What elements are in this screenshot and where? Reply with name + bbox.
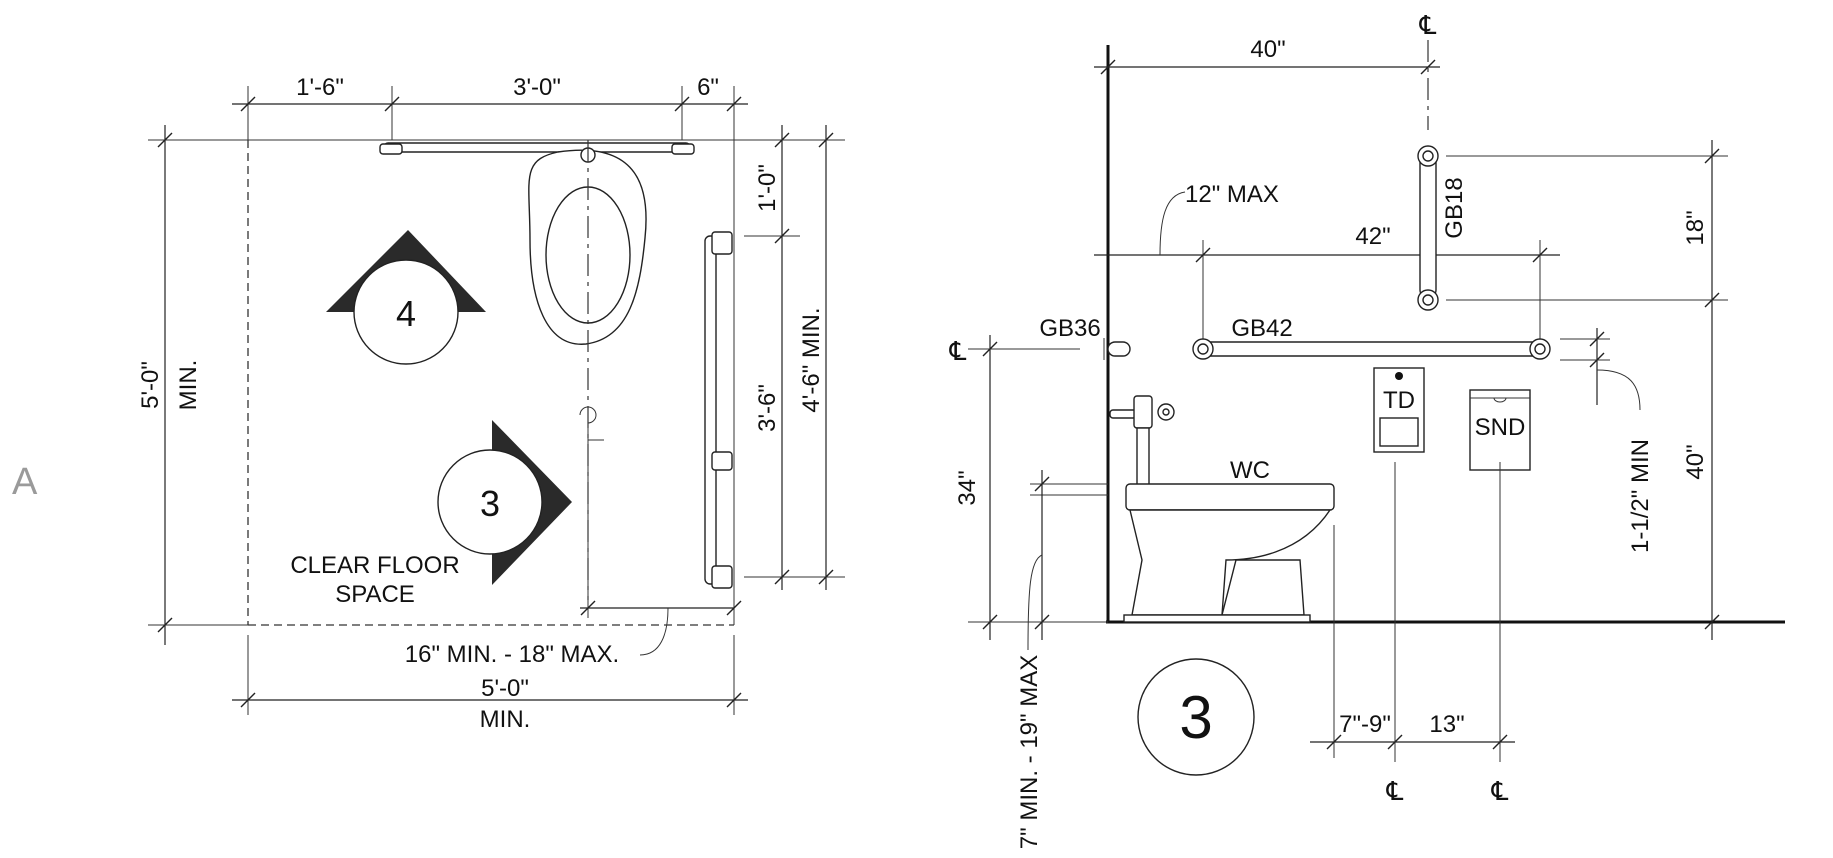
dim-clearance: 1-1/2" MIN xyxy=(1627,439,1654,553)
dim-top-left: 1'-6" xyxy=(296,74,344,101)
clear-floor-label-1: CLEAR FLOOR xyxy=(290,552,459,579)
elevation-view-number: 3 xyxy=(1137,658,1255,776)
grab-bar-gb36: GB36 xyxy=(1039,315,1131,360)
dim-elev-top: 40" xyxy=(1250,36,1285,63)
elevation-view: 40" ℄ 12" MAX 42" GB18 1 xyxy=(949,10,1785,849)
plan-top-dimension: 1'-6" 3'-0" 6" xyxy=(232,74,748,140)
plan-offset-dimension: 16" MIN. - 18" MAX. xyxy=(405,424,742,668)
view-marker-4: 4 xyxy=(326,230,486,365)
dim-right-lower: 3'-6" xyxy=(754,384,781,432)
label-td: TD xyxy=(1383,387,1415,414)
elev-gb18-dimension: 18" 40" xyxy=(1446,140,1728,640)
label-wc: WC xyxy=(1230,457,1270,484)
elev-bottom-dimension: 7"-9" 13" ℄ ℄ xyxy=(1310,711,1515,806)
dim-left-min: MIN. xyxy=(175,360,202,411)
grab-bar-gb18: GB18 xyxy=(1417,145,1468,311)
toilet-paper-dispenser: TD xyxy=(1373,367,1425,762)
dim-snd-offset: 13" xyxy=(1429,711,1464,738)
centerline-td: ℄ xyxy=(1386,776,1404,806)
plan-right-dimension: 1'-0" 3'-6" 4'-6" MIN. xyxy=(734,125,845,590)
dim-right-total: 4'-6" MIN. xyxy=(798,307,825,412)
centerline-snd: ℄ xyxy=(1491,776,1509,806)
plan-bottom-dimension: 5'-0" MIN. xyxy=(232,635,748,733)
view-marker-3: 3 xyxy=(437,420,572,585)
dim-max-offset: 12" MAX xyxy=(1185,181,1279,208)
sheet-marker: A xyxy=(12,461,38,503)
elev-seat-dimension: 34" ℄ xyxy=(949,335,1108,640)
dim-offset: 16" MIN. - 18" MAX. xyxy=(405,641,619,668)
plan-water-closet xyxy=(528,140,647,600)
dim-top-mid: 3'-0" xyxy=(513,74,561,101)
elev-rim-dimension: 7" MIN. - 19" MAX xyxy=(1016,470,1108,849)
dim-bar-length: 42" xyxy=(1355,223,1390,250)
dim-right-height: 40" xyxy=(1682,444,1709,479)
dim-bottom-width: 5'-0" xyxy=(481,675,529,702)
clear-floor-label-2: SPACE xyxy=(335,581,415,608)
flush-valve xyxy=(1109,395,1175,487)
elev-bar-dimension: 12" MAX 42" xyxy=(1094,181,1560,350)
label-gb42: GB42 xyxy=(1231,315,1292,342)
dim-gb18-height: 18" xyxy=(1682,210,1709,245)
grab-bar-gb42: GB42 xyxy=(1192,315,1551,360)
centerline-top: ℄ xyxy=(1419,10,1437,40)
dim-right-upper: 1'-0" xyxy=(754,164,781,212)
dim-rim-range: 7" MIN. - 19" MAX xyxy=(1016,655,1043,849)
dim-bottom-min: MIN. xyxy=(480,706,531,733)
svg-text:3: 3 xyxy=(1179,684,1212,751)
dim-seat-height: 34" xyxy=(954,470,981,505)
plan-side-grab-bar xyxy=(704,231,733,589)
plan-rear-grab-bar xyxy=(379,142,695,155)
label-snd: SND xyxy=(1475,414,1526,441)
elevation-water-closet: WC xyxy=(1123,457,1335,758)
svg-text:3: 3 xyxy=(480,483,500,524)
svg-text:4: 4 xyxy=(396,293,416,334)
label-gb36: GB36 xyxy=(1039,315,1100,342)
sanitary-napkin-disposal: SND xyxy=(1469,389,1531,762)
dim-top-right: 6" xyxy=(697,74,719,101)
elev-top-dimension: 40" ℄ xyxy=(1094,10,1440,130)
dim-td-offset: 7"-9" xyxy=(1339,711,1391,738)
plan-left-dimension: 5'-0" MIN. xyxy=(137,125,248,645)
label-gb18: GB18 xyxy=(1441,177,1468,238)
elev-clearance-dimension: 1-1/2" MIN xyxy=(1560,328,1654,553)
dim-left-height: 5'-0" xyxy=(137,361,164,409)
centerline-left: ℄ xyxy=(949,336,967,366)
plan-view: 1'-6" 3'-0" 6" 5'-0" MIN. 1'-0" 3'-6" 4'… xyxy=(137,74,845,733)
